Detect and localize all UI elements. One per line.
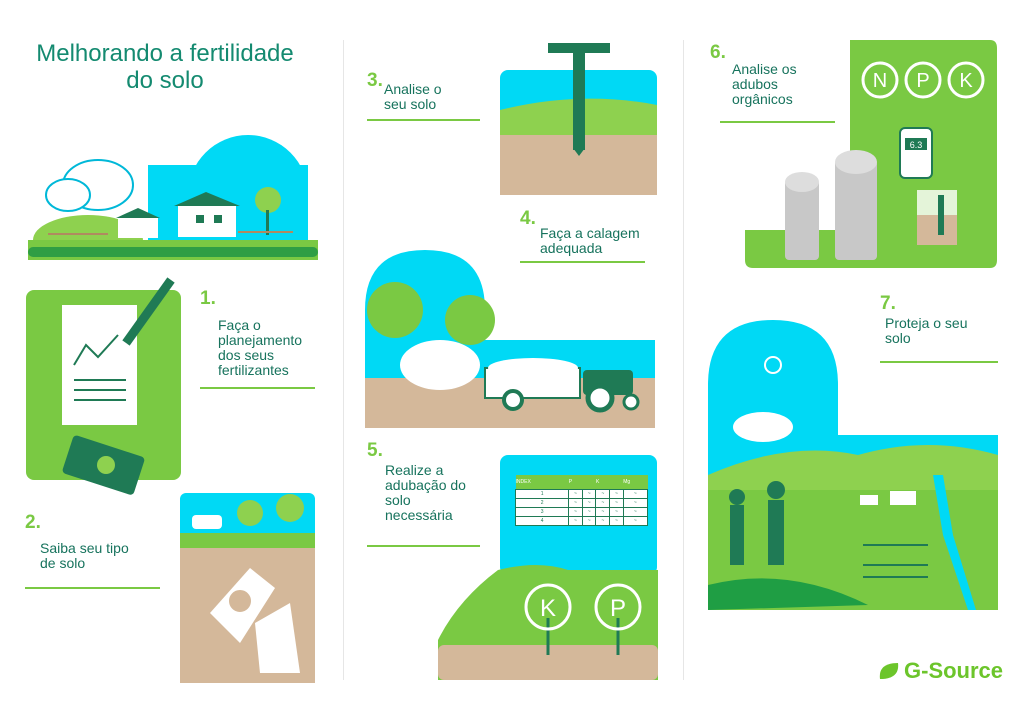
table-index: 4	[514, 515, 570, 526]
table-header: INDEX	[515, 478, 531, 485]
table-cell: ~	[622, 497, 649, 508]
table-index: 3	[514, 506, 570, 517]
table-header: K	[595, 478, 600, 485]
nutrient-p-label: P	[610, 595, 626, 622]
table-cell: ~	[568, 515, 583, 526]
table-index: 1	[514, 488, 570, 499]
farm-illustration	[28, 135, 318, 260]
liming-illustration	[365, 250, 655, 428]
step-5-underline	[367, 545, 480, 547]
table-cell: ~	[581, 506, 597, 517]
table-header: P	[568, 478, 573, 485]
step-2-text: Saiba seu tipo de solo	[40, 540, 129, 571]
nutrient-table-card: INDEX P K Mg 1~~~~~2~~~~~3~~~~~4~~~~~	[500, 455, 657, 575]
nutrient-p-label: P	[916, 70, 929, 92]
table-cell: ~	[595, 488, 611, 499]
step-1-text: Faça o planejamento dos seus fertilizant…	[218, 317, 303, 378]
table-cell: ~	[609, 497, 624, 508]
organic-fertilizer-illustration: N P K 6.3	[745, 40, 997, 268]
step-7-text: Proteja o seu solo	[885, 315, 968, 346]
table-cell: ~	[568, 497, 583, 508]
step-5-text: Realize a adubação do solo necessária	[385, 462, 466, 523]
step-6-underline	[720, 121, 835, 123]
ph-meter-reading: 6.3	[910, 140, 923, 150]
column-divider	[683, 40, 684, 680]
table-cell: ~	[622, 488, 649, 499]
step-3-underline	[367, 119, 480, 121]
table-cell: ~	[609, 488, 624, 499]
step-6-text: Analise os adubos orgânicos	[732, 61, 797, 107]
step-4-underline	[520, 261, 645, 263]
step-5-number: 5.	[367, 440, 383, 461]
step-7-underline	[880, 361, 998, 363]
nutrient-k-label: K	[540, 595, 556, 622]
table-cell: ~	[595, 515, 611, 526]
soil-probe-illustration	[500, 43, 657, 195]
table-cell: ~	[581, 497, 597, 508]
leaf-icon	[879, 663, 899, 679]
table-row: 1~~~~~	[514, 488, 649, 499]
nutrient-signs-illustration: K P	[438, 565, 658, 680]
table-cell: ~	[609, 515, 624, 526]
page-title: Melhorando a fertilidade do solo	[36, 40, 294, 94]
soil-hands-illustration	[180, 493, 315, 683]
step-6-number: 6.	[710, 42, 726, 63]
brand-name: G-Source	[904, 658, 1004, 683]
step-1-number: 1.	[200, 288, 216, 309]
table-cell: ~	[581, 488, 597, 499]
table-index: 2	[514, 497, 570, 508]
brand-logo: G-Source	[878, 658, 1003, 684]
table-cell: ~	[568, 506, 583, 517]
protect-soil-illustration	[708, 320, 998, 610]
nutrient-k-label: K	[959, 70, 973, 92]
step-3-number: 3.	[367, 70, 383, 91]
table-cell: ~	[568, 488, 583, 499]
table-cell: ~	[622, 506, 649, 517]
table-cell: ~	[595, 506, 611, 517]
step-2-number: 2.	[25, 512, 41, 533]
step-3-text: Analise o seu solo	[384, 81, 442, 112]
planning-illustration	[26, 277, 181, 495]
step-1-underline	[200, 387, 315, 389]
table-cell: ~	[622, 515, 649, 526]
nutrient-n-label: N	[873, 70, 887, 92]
table-cell: ~	[609, 506, 624, 517]
step-4-number: 4.	[520, 208, 536, 229]
table-row: 2~~~~~	[514, 497, 649, 508]
nutrient-table: INDEX P K Mg 1~~~~~2~~~~~3~~~~~4~~~~~	[514, 475, 649, 526]
table-row: 4~~~~~	[514, 515, 649, 526]
table-cell: ~	[581, 515, 597, 526]
column-divider	[343, 40, 344, 680]
table-row: 3~~~~~	[514, 506, 649, 517]
step-4-text: Faça a calagem adequada	[540, 225, 640, 256]
table-cell: ~	[595, 497, 611, 508]
step-2-underline	[25, 587, 160, 589]
table-header: Mg	[623, 478, 631, 485]
step-7-number: 7.	[880, 293, 896, 314]
